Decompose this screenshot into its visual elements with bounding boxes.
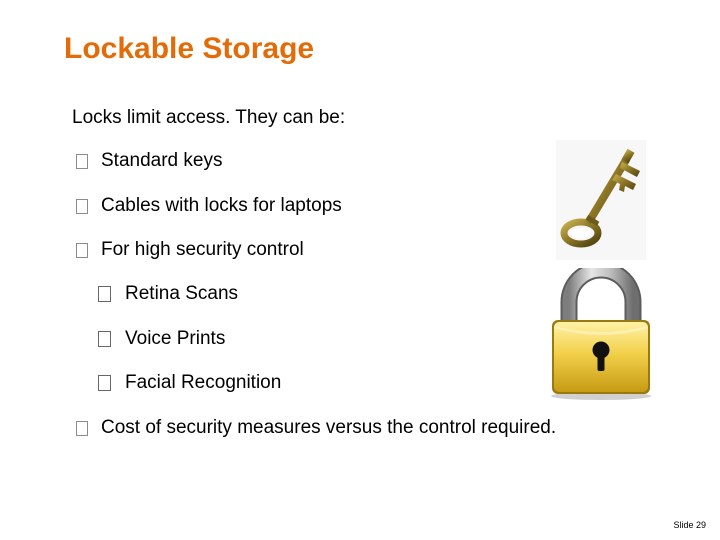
padlock-icon	[551, 268, 651, 400]
sub-bullet-item-retina: Retina Scans	[98, 282, 238, 306]
bullet-text: Retina Scans	[125, 283, 239, 304]
bullet-box-icon	[98, 331, 111, 347]
bullet-item-standard-keys: Standard keys	[76, 149, 222, 173]
bullet-text: Cables with locks for laptops	[101, 195, 342, 216]
bullet-text: For high security control	[101, 239, 304, 260]
bullet-item-cost: Cost of security measures versus the con…	[76, 416, 556, 440]
intro-text: Locks limit access. They can be:	[72, 107, 346, 128]
bullet-box-icon	[76, 420, 88, 436]
bullet-box-icon	[98, 286, 111, 302]
sub-bullet-item-voice: Voice Prints	[98, 327, 225, 351]
bullet-box-icon	[76, 198, 88, 214]
bullet-box-icon	[98, 375, 111, 391]
bullet-text: Cost of security measures versus the con…	[101, 417, 557, 438]
sub-bullet-item-facial: Facial Recognition	[98, 371, 281, 395]
bullet-text: Facial Recognition	[125, 372, 282, 393]
bullet-text: Voice Prints	[125, 328, 226, 349]
bullet-box-icon	[76, 242, 88, 258]
bullet-box-icon	[76, 153, 88, 169]
slide-number: Slide 29	[673, 520, 706, 530]
slide-title: Lockable Storage	[64, 32, 315, 65]
bullet-text: Standard keys	[101, 150, 223, 171]
bullet-item-high-security: For high security control	[76, 238, 304, 262]
bullet-item-cables: Cables with locks for laptops	[76, 194, 342, 218]
skeleton-key-icon	[556, 140, 646, 260]
